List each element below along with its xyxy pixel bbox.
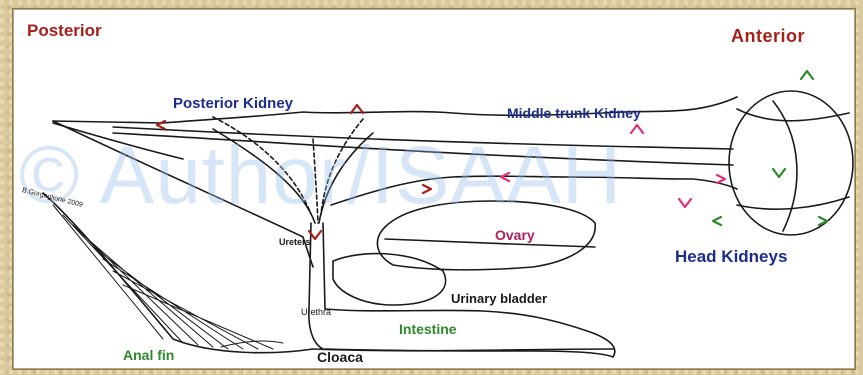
trunk-duct-lower — [113, 133, 733, 165]
label-ovary: Ovary — [495, 227, 535, 243]
ovary-inner-line — [385, 239, 595, 247]
arrow-middle-down — [679, 199, 691, 207]
ureter-mid — [313, 139, 318, 223]
diagram-panel: © Author/ISAAH Posterior Anterior Poster… — [12, 8, 856, 370]
label-ureters: Ureters — [279, 237, 311, 247]
label-posterior: Posterior — [27, 21, 102, 41]
label-head-kidneys: Head Kidneys — [675, 247, 787, 267]
arrow-head-top — [801, 71, 813, 79]
arrow-trunk — [423, 185, 431, 193]
kidney-anatomy-drawing — [13, 9, 855, 369]
label-anterior: Anterior — [731, 26, 805, 47]
urethra-tube — [309, 223, 325, 349]
ureter-left — [213, 129, 315, 223]
label-intestine: Intestine — [399, 321, 457, 337]
anal-fin-outline — [43, 193, 313, 353]
label-cloaca: Cloaca — [317, 349, 363, 365]
head-kidney-line-1 — [737, 109, 849, 121]
head-kidney-outline — [729, 91, 853, 235]
ureter-dashed-1 — [213, 117, 311, 214]
label-anal-fin: Anal fin — [123, 347, 174, 363]
bladder-outline — [333, 254, 446, 305]
label-urethra: Urethra — [301, 307, 331, 317]
ovary-outline — [377, 201, 595, 270]
label-middle-trunk-kidney: Middle trunk Kidney — [507, 105, 641, 121]
arrow-head-left — [713, 217, 721, 225]
label-posterior-kidney: Posterior Kidney — [173, 95, 293, 112]
arrow-head-right — [819, 217, 827, 225]
label-urinary-bladder: Urinary bladder — [451, 291, 547, 306]
arrow-middle-right — [717, 175, 725, 183]
arrow-middle-kidney — [631, 125, 643, 133]
arrow-head-mid — [773, 169, 785, 177]
